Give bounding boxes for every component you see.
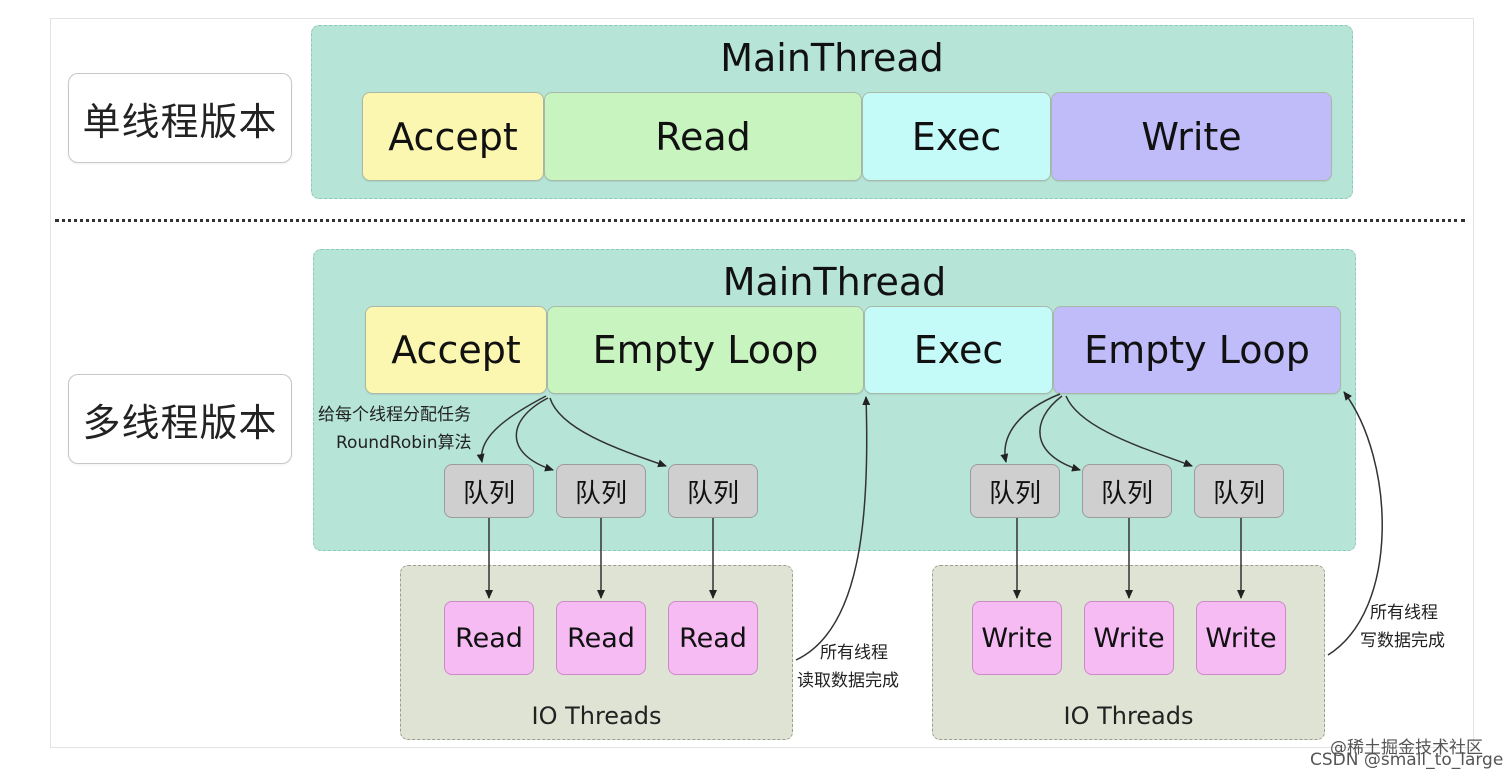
multi-main-thread-title: MainThread [722, 260, 947, 304]
multi-empty-loop-write-stage: Empty Loop [1053, 306, 1341, 394]
write-done-note-line2: 写数据完成 [1360, 631, 1445, 651]
dispatch-arrow-write-3 [1065, 395, 1193, 467]
io-threads-read-label: IO Threads [531, 702, 662, 730]
dispatch-arrow-read-3 [549, 397, 667, 468]
single-write-stage: Write [1051, 92, 1332, 181]
read-worker-3: Read [668, 601, 758, 675]
read-worker-2: Read [556, 601, 646, 675]
dispatch-arrow-write-2 [1039, 395, 1081, 472]
dispatch-arrow-read-1 [476, 395, 547, 463]
read-worker-1: Read [444, 601, 534, 675]
multi-exec-stage: Exec [864, 306, 1053, 394]
read-queue-1: 队列 [444, 464, 534, 518]
write-queue-3: 队列 [1194, 464, 1284, 518]
read-queue-3: 队列 [668, 464, 758, 518]
single-exec-stage: Exec [862, 92, 1051, 181]
write-queue-1: 队列 [970, 464, 1060, 518]
read-done-note-line1: 所有线程 [820, 643, 888, 663]
dispatch-note-line2: RoundRobin算法 [336, 433, 472, 453]
section-divider [55, 219, 1465, 222]
write-worker-1: Write [972, 601, 1062, 675]
multi-empty-loop-read-stage: Empty Loop [547, 306, 864, 394]
dispatch-arrow-write-1 [1000, 393, 1061, 463]
write-worker-2: Write [1084, 601, 1174, 675]
write-done-note-line1: 所有线程 [1370, 603, 1438, 623]
io-threads-write-label: IO Threads [1063, 702, 1194, 730]
diagram-frame [50, 18, 1474, 748]
write-complete-arrow [1327, 391, 1383, 656]
multi-thread-label: 多线程版本 [68, 374, 292, 464]
dispatch-note-line1: 给每个线程分配任务 [318, 405, 471, 425]
read-done-note-line2: 读取数据完成 [797, 671, 899, 691]
single-thread-label: 单线程版本 [68, 73, 292, 163]
multi-accept-stage: Accept [365, 306, 547, 394]
watermark-juejin: @稀土掘金技术社区 [1330, 738, 1483, 758]
single-accept-stage: Accept [362, 92, 544, 181]
watermark-csdn: CSDN @small_to_large [1310, 750, 1504, 770]
read-queue-2: 队列 [556, 464, 646, 518]
write-queue-2: 队列 [1082, 464, 1172, 518]
single-read-stage: Read [544, 92, 862, 181]
single-main-thread-title: MainThread [720, 36, 944, 80]
write-worker-3: Write [1196, 601, 1286, 675]
dispatch-arrow-read-2 [515, 397, 554, 472]
read-complete-arrow [795, 396, 871, 661]
